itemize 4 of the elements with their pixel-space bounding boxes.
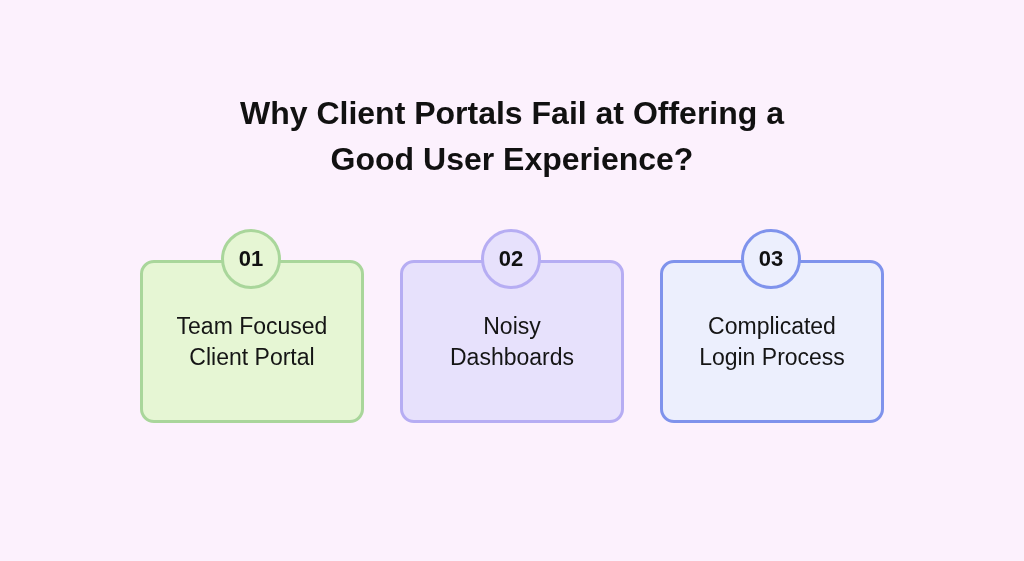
number-circle: 02: [481, 229, 541, 289]
number-circle: 03: [741, 229, 801, 289]
title: Why Client Portals Fail at Offering a Good User Experience?: [238, 94, 786, 179]
number-circle: 01: [221, 229, 281, 289]
